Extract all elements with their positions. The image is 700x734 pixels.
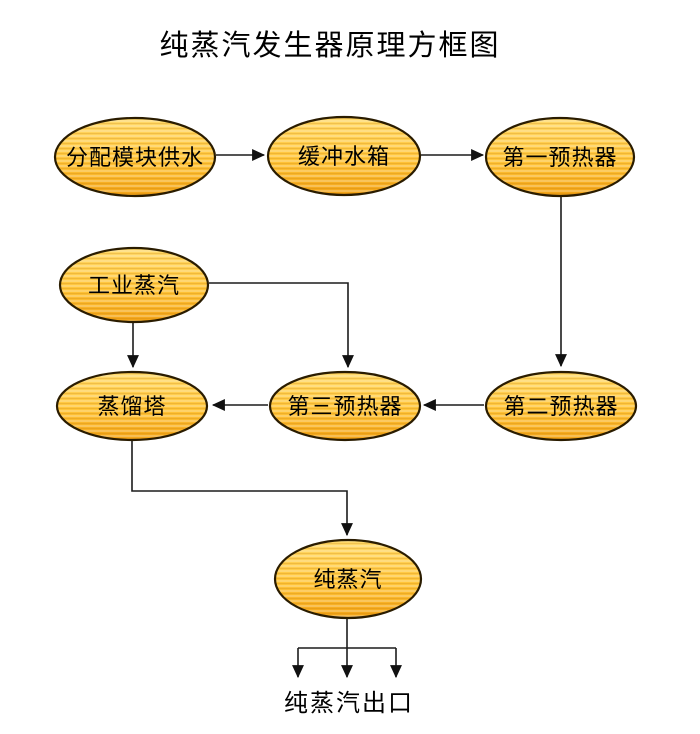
node-distillation-tower-texture	[55, 370, 209, 442]
node-industrial-steam-label: 工业蒸汽	[88, 273, 180, 298]
node-preheater-1-texture	[484, 116, 636, 198]
node-preheater-3-texture	[268, 370, 422, 442]
node-supply-label: 分配模块供水	[66, 145, 204, 170]
node-preheater-1-label: 第一预热器	[502, 145, 617, 170]
node-supply-texture	[53, 116, 217, 198]
page-title: 纯蒸汽发生器原理方框图	[159, 29, 500, 62]
node-preheater-1: 第一预热器	[484, 116, 636, 198]
node-buffer-tank-texture	[266, 115, 422, 197]
node-preheater-2-label: 第二预热器	[503, 394, 618, 419]
node-preheater-2-texture	[484, 370, 638, 442]
node-industrial-steam-texture	[58, 246, 210, 324]
node-pure-steam: 纯蒸汽	[273, 538, 423, 620]
node-preheater-3: 第三预热器	[268, 370, 422, 442]
outlet-label: 纯蒸汽出口	[284, 690, 414, 717]
node-preheater-2: 第二预热器	[484, 370, 638, 442]
node-preheater-3-label: 第三预热器	[287, 394, 402, 419]
node-pure-steam-texture	[273, 538, 423, 620]
node-supply: 分配模块供水	[53, 116, 217, 198]
node-distillation-tower-label: 蒸馏塔	[97, 394, 166, 419]
node-industrial-steam: 工业蒸汽	[58, 246, 210, 324]
arrow-industrial-to-preheater3	[209, 282, 354, 369]
node-buffer-tank-label: 缓冲水箱	[298, 144, 390, 169]
arrow-distillation-to-puresteam	[131, 441, 353, 537]
node-distillation-tower: 蒸馏塔	[55, 370, 209, 442]
node-buffer-tank: 缓冲水箱	[266, 115, 422, 197]
node-pure-steam-label: 纯蒸汽	[313, 567, 382, 592]
